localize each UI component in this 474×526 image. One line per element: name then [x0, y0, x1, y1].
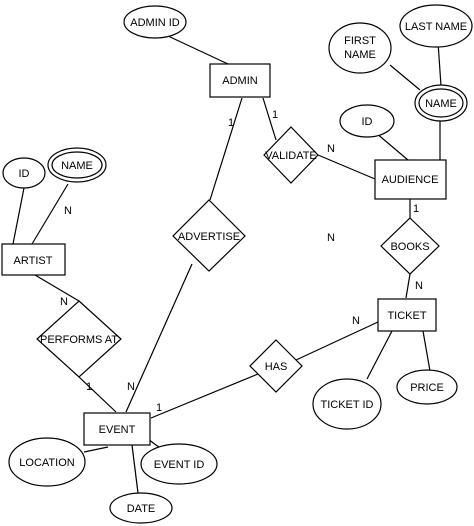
attribute-price-label: PRICE — [410, 382, 444, 394]
connector-lines — [12, 35, 442, 494]
entity-ticket-label: TICKET — [387, 310, 426, 322]
line-audienceid-audience — [375, 132, 409, 161]
cardinality-has-event: 1 — [156, 402, 162, 414]
entity-ticket: TICKET — [377, 298, 437, 332]
attribute-audience-name-multivalued: NAME — [414, 84, 468, 122]
relationship-validate-label: VALIDATE — [265, 150, 317, 162]
entity-admin-label: ADMIN — [222, 75, 258, 87]
entity-admin: ADMIN — [209, 63, 271, 98]
line-validate-audience — [317, 154, 376, 180]
attribute-artist-name-label: NAME — [61, 160, 93, 172]
attribute-last-name-label: LAST NAME — [405, 21, 467, 33]
cardinality-labels: 1 1 N N 1 N N 1 N N 1 N — [60, 109, 423, 414]
attribute-artist-name-multivalued: NAME — [47, 147, 107, 183]
line-books-ticket — [405, 273, 411, 299]
line-ticket-has — [295, 321, 379, 361]
relationship-has-label: HAS — [265, 361, 288, 373]
cardinality-admin-validate: 1 — [272, 109, 278, 121]
cardinality-artist-performs: N — [60, 296, 68, 308]
relationship-performs-at-label: PERFORMS AT — [40, 334, 118, 346]
attribute-event-id: EVENT ID — [140, 443, 218, 485]
attribute-admin-id: ADMIN ID — [123, 5, 187, 39]
relationship-advertise-label: ADVERTISE — [178, 231, 240, 243]
attribute-date: DATE — [109, 492, 173, 524]
cardinality-artist-name-link: N — [64, 205, 72, 217]
attribute-event-id-label: EVENT ID — [154, 459, 205, 471]
line-event-date — [131, 444, 139, 494]
relationship-books: BOOKS — [380, 217, 440, 275]
relationship-performs-at: PERFORMS AT — [36, 300, 122, 378]
attribute-last-name: LAST NAME — [399, 4, 473, 48]
attribute-audience-name-label: NAME — [425, 98, 457, 110]
cardinality-advertise-event: N — [127, 381, 135, 393]
cardinality-performs-event: 1 — [86, 381, 92, 393]
cardinality-admin-advertise: 1 — [228, 117, 234, 129]
relationship-books-label: BOOKS — [390, 241, 429, 253]
line-ticket-ticketid — [366, 330, 393, 380]
entity-artist-label: ARTIST — [14, 255, 53, 267]
attribute-audience-id-label: ID — [362, 116, 373, 128]
attribute-first-name-line1: FIRST — [344, 35, 376, 47]
attribute-price: PRICE — [396, 369, 458, 405]
cardinality-audience-books: 1 — [413, 203, 419, 215]
line-admin-advertise — [209, 97, 243, 201]
cardinality-validate-audience: N — [327, 143, 335, 155]
line-has-event — [150, 373, 259, 419]
line-advertise-event — [125, 263, 193, 413]
entity-artist: ARTIST — [1, 243, 66, 276]
line-artist-performs — [34, 274, 80, 302]
attribute-ticket-id-label: TICKET ID — [321, 399, 374, 411]
entity-audience-label: AUDIENCE — [382, 174, 439, 186]
entity-audience: AUDIENCE — [374, 159, 447, 200]
relationship-advertise: ADVERTISE — [172, 199, 246, 272]
attribute-first-name-line2: NAME — [344, 49, 376, 61]
relationship-has: HAS — [249, 339, 303, 393]
line-performs-event — [78, 376, 117, 413]
entity-event-label: EVENT — [99, 424, 136, 436]
line-artist-artistid — [12, 187, 25, 245]
attribute-artist-id: ID — [2, 157, 46, 189]
line-ticket-price — [422, 330, 431, 372]
cardinality-ticket-has: N — [352, 315, 360, 327]
attribute-location-label: LOCATION — [19, 457, 74, 469]
line-lastname-name — [437, 41, 442, 87]
attribute-first-name: FIRST NAME — [328, 22, 392, 74]
attribute-date-label: DATE — [127, 503, 156, 515]
attribute-artist-id-label: ID — [19, 168, 30, 180]
attribute-location: LOCATION — [8, 437, 86, 487]
line-event-location — [83, 446, 109, 453]
entity-event: EVENT — [83, 412, 151, 446]
relationship-validate: VALIDATE — [263, 126, 319, 184]
attribute-ticket-id: TICKET ID — [312, 378, 382, 430]
cardinality-free-n: N — [327, 232, 335, 244]
line-artist-artistname — [31, 183, 69, 245]
line-firstname-name — [389, 64, 421, 91]
attribute-audience-id: ID — [339, 104, 395, 138]
cardinality-books-ticket: N — [415, 280, 423, 292]
line-adminid-admin — [167, 35, 229, 65]
attribute-admin-id-label: ADMIN ID — [130, 17, 180, 29]
line-admin-validate — [262, 97, 277, 141]
